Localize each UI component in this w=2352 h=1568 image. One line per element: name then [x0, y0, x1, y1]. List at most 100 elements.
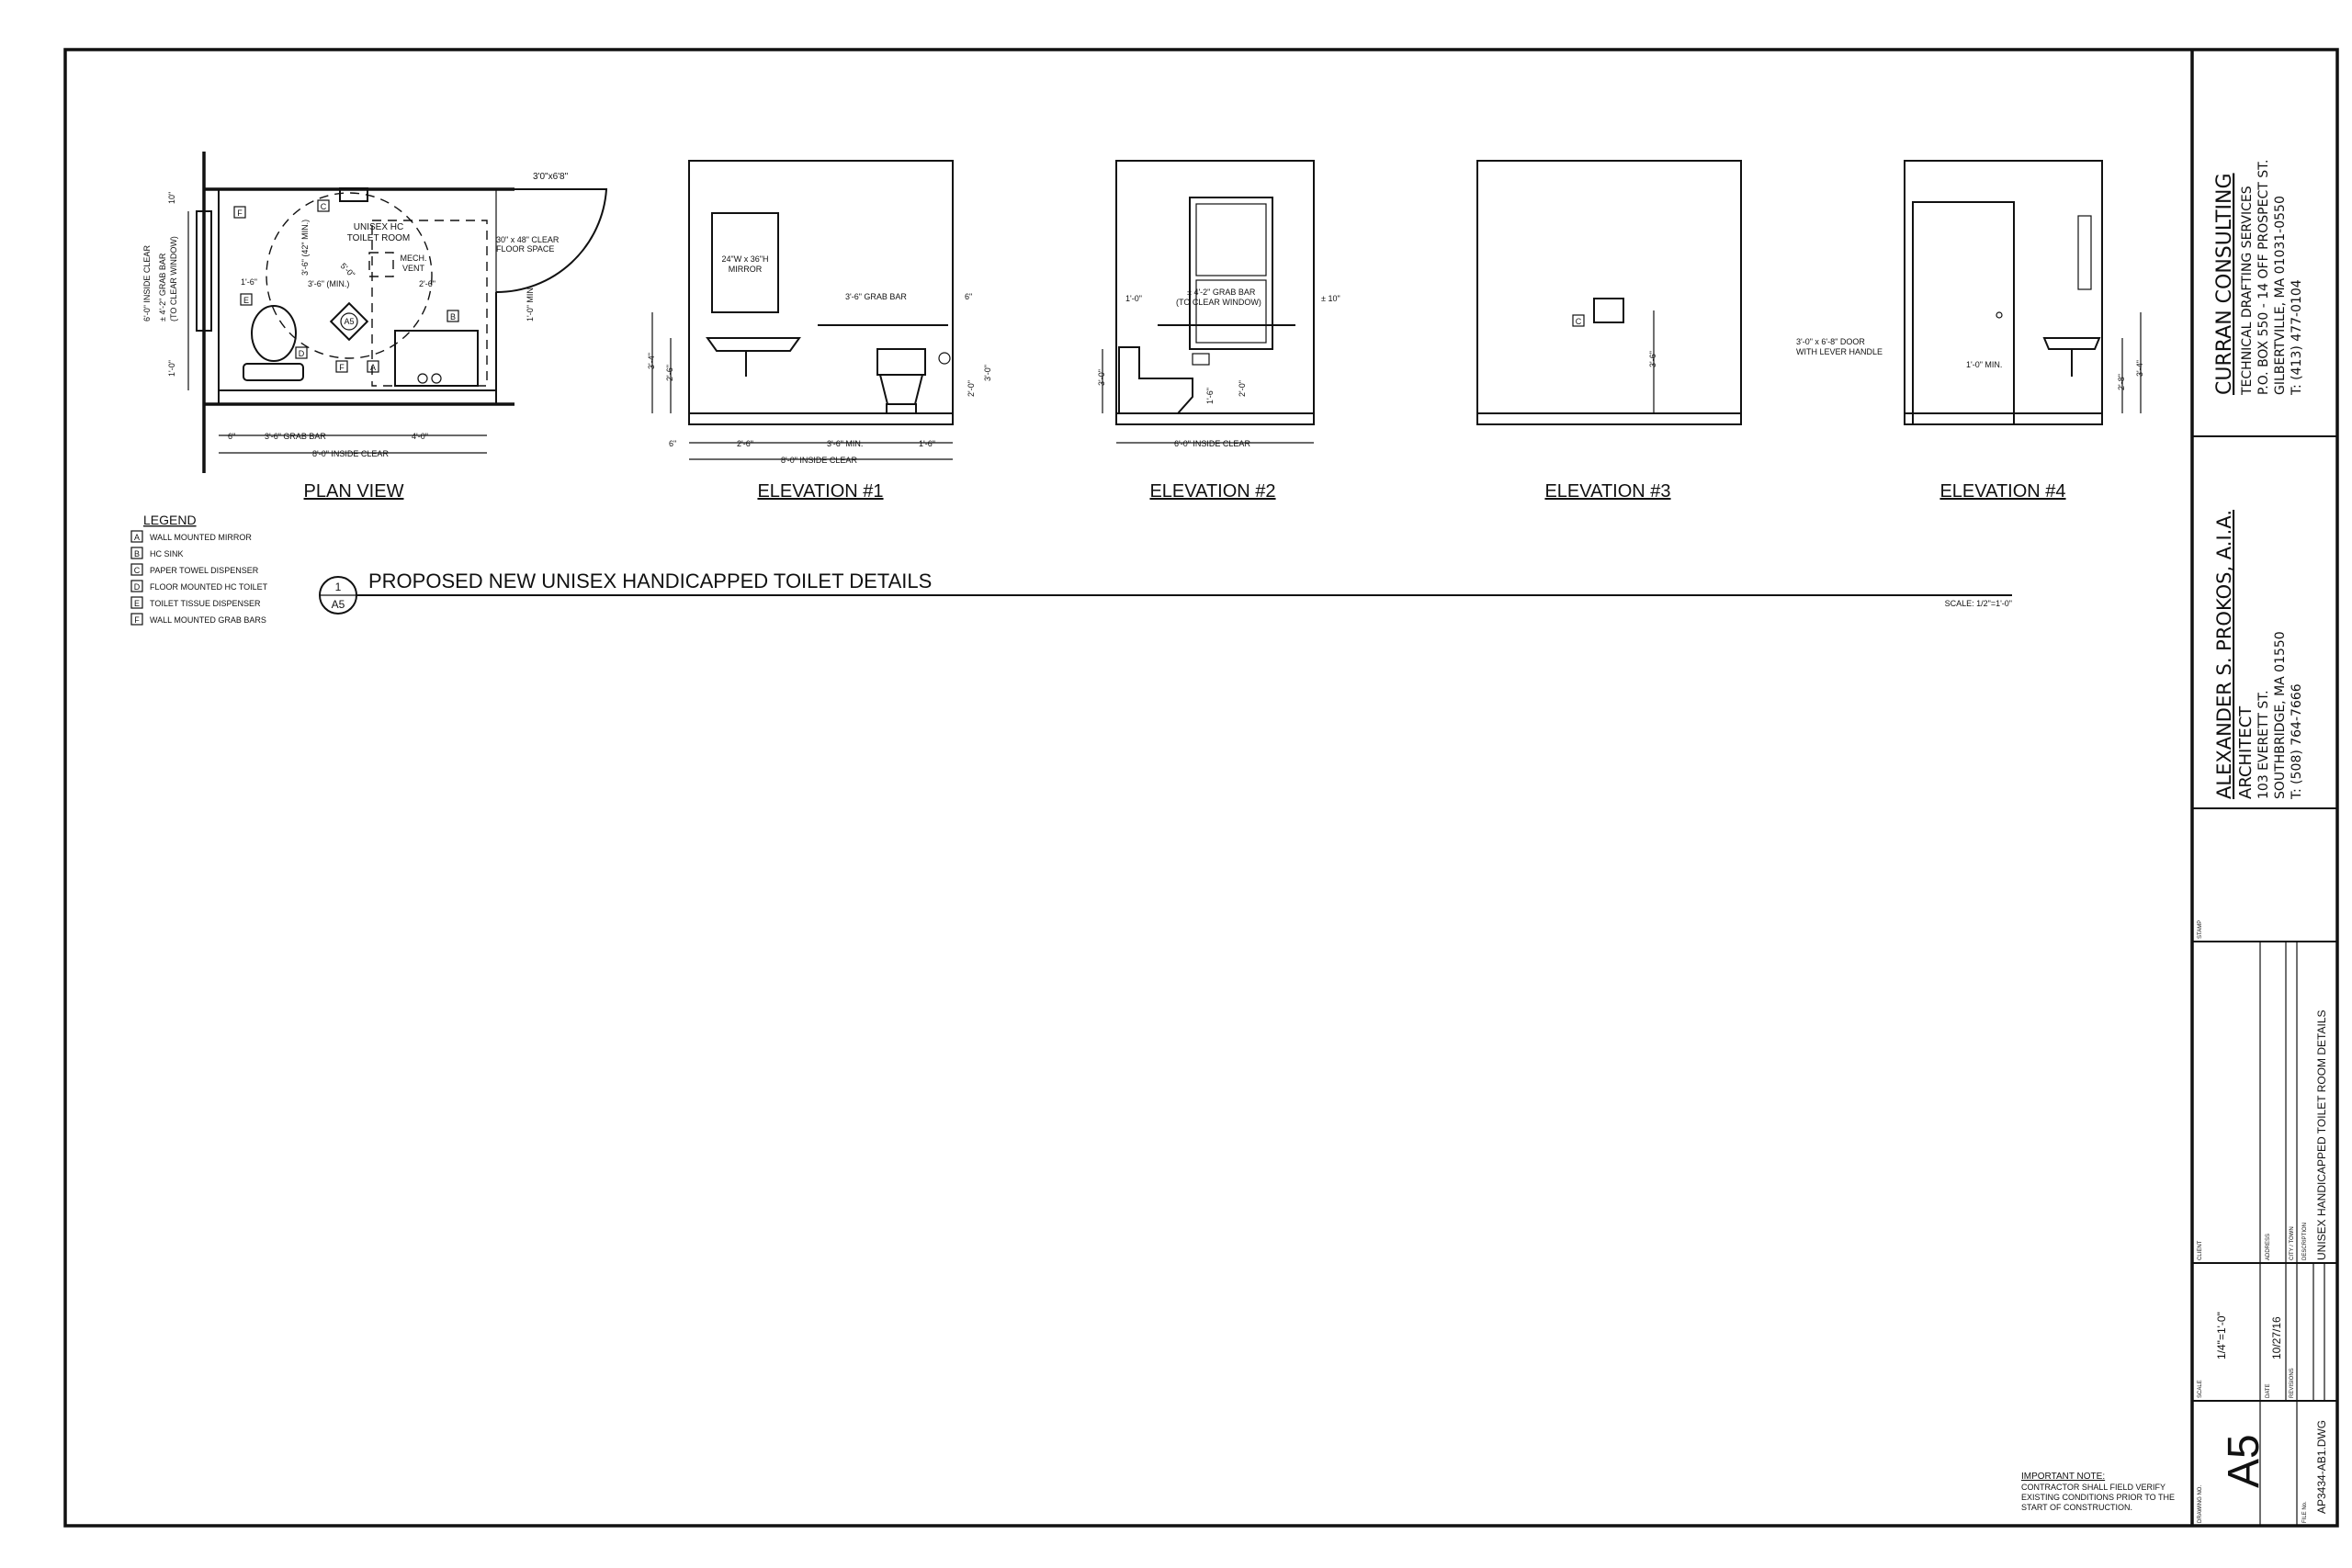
firm2-phone: T: (508) 764-7666	[2290, 683, 2304, 800]
elev2-d30: 3'-0"	[1097, 369, 1106, 386]
firm1-line: GILBERTVILLE, MA 01031-0550	[2273, 196, 2288, 395]
svg-text:F: F	[134, 615, 140, 625]
elev2-inside: 6'-0" INSIDE CLEAR	[1174, 439, 1250, 448]
stamp-label: STAMP	[2198, 920, 2203, 939]
svg-text:F: F	[339, 363, 345, 372]
plan-dim-grab-v2: (TO CLEAR WINDOW)	[169, 236, 178, 321]
plan-clear-floor: 30" x 48" CLEAR	[496, 235, 560, 244]
svg-text:C: C	[134, 566, 141, 575]
title-block: CURRAN CONSULTING TECHNICAL DRAFTING SER…	[2192, 160, 2337, 1526]
svg-text:D: D	[134, 582, 141, 592]
firm2-name: ALEXANDER S. PROKOS, A.I.A.	[2213, 510, 2235, 799]
elev4-door: 3'-0" x 6'-8" DOOR	[1796, 337, 1865, 346]
scale-value: 1/4"=1'-0"	[2215, 1312, 2228, 1359]
legend-item: B HC SINK	[130, 547, 184, 559]
client-label: CLIENT	[2198, 1240, 2203, 1260]
plan-mech: MECH.	[401, 254, 427, 263]
legend-item: F WALL MOUNTED GRAB BARS	[130, 613, 266, 626]
svg-text:WALL MOUNTED GRAB BARS: WALL MOUNTED GRAB BARS	[150, 615, 266, 625]
plan-dim-grab-h: 3'-6" GRAB BAR	[265, 432, 326, 441]
elev1-d34: 3'-4"	[647, 353, 656, 369]
plan-dim-36: 3'-6" (MIN.)	[308, 279, 349, 288]
important-note-line: EXISTING CONDITIONS PRIOR TO THE	[2021, 1493, 2175, 1502]
firm2-line: 103 EVERETT ST.	[2256, 690, 2271, 799]
elev1-b6: 6"	[669, 439, 676, 448]
file-name: AP3434-AB1.DWG	[2315, 1420, 2328, 1514]
elevation-3: C 3'-6" ELEVATION #3	[1476, 160, 1742, 502]
plan-dim-6: 6"	[228, 432, 235, 441]
plan-view: A5 F C E D F A B UNISEX HC TOILET ROOM 3…	[142, 152, 608, 502]
detail-number: 1	[335, 581, 342, 593]
date-value: 10/27/16	[2270, 1316, 2283, 1359]
firm2-line: ARCHITECT	[2236, 705, 2256, 799]
svg-text:A: A	[134, 533, 140, 542]
plan-a5-tag: A5	[344, 317, 354, 326]
elevation-4-title: ELEVATION #4	[1939, 481, 2065, 502]
legend-title: LEGEND	[143, 513, 197, 527]
elev4-door-2: WITH LEVER HANDLE	[1796, 347, 1883, 356]
sheet-border	[63, 48, 2339, 1528]
elev1-mirror-2: MIRROR	[729, 265, 763, 274]
elev1-d30: 3'-0"	[983, 365, 992, 381]
firm1-phone: T: (413) 477-0104	[2290, 279, 2304, 396]
important-note: IMPORTANT NOTE: CONTRACTOR SHALL FIELD V…	[2021, 1472, 2175, 1512]
elev4-d34: 3'-4"	[2135, 360, 2144, 377]
plan-view-title: PLAN VIEW	[304, 481, 404, 502]
drawing-number: A5	[2220, 1434, 2268, 1488]
plan-room-label: UNISEX HC	[354, 222, 403, 232]
elev4-d28: 2'-8"	[2117, 374, 2126, 390]
plan-dim-42: 3'-6" (42" MIN.)	[300, 220, 310, 276]
plan-dim-24: 2'-6"	[419, 279, 435, 288]
svg-text:A: A	[370, 363, 376, 372]
important-note-title: IMPORTANT NOTE:	[2021, 1472, 2105, 1482]
svg-text:FLOOR MOUNTED HC TOILET: FLOOR MOUNTED HC TOILET	[150, 582, 268, 592]
city-label: CITY / TOWN	[2290, 1226, 2295, 1260]
plan-dim-min: 1'-0" MIN.	[526, 286, 535, 321]
elev3-d36: 3'-6"	[1648, 351, 1657, 367]
plan-door: 3'0"x6'8"	[533, 172, 569, 182]
elev2-d16: 1'-6"	[1205, 388, 1215, 404]
legend-item: E TOILET TISSUE DISPENSER	[130, 596, 261, 609]
svg-text:C: C	[321, 202, 327, 211]
drawing-no-label: DRAWING NO.	[2198, 1485, 2203, 1523]
svg-text:B: B	[134, 549, 140, 558]
date-label: DATE	[2266, 1383, 2271, 1398]
plan-dim-10b: 1'-0"	[167, 360, 176, 377]
legend-item: D FLOOR MOUNTED HC TOILET	[130, 580, 268, 592]
elev1-d26: 2'-6"	[665, 365, 674, 381]
plan-clear-floor-2: FLOOR SPACE	[496, 244, 554, 254]
plan-dim-16: 1'-6"	[241, 277, 257, 287]
legend: LEGEND A WALL MOUNTED MIRROR B HC SINK C…	[130, 513, 268, 626]
svg-text:E: E	[243, 296, 249, 305]
svg-text:TOILET TISSUE DISPENSER: TOILET TISSUE DISPENSER	[150, 599, 261, 608]
scale-note: SCALE: 1/2"=1'-0"	[1945, 599, 2012, 608]
svg-text:D: D	[299, 349, 305, 358]
plan-dim-inside-h: 8'-0" INSIDE CLEAR	[312, 449, 389, 458]
elevation-2: ± 4'-2" GRAB BAR (TO CLEAR WINDOW) ± 10"…	[1097, 160, 1340, 502]
sheet-title: PROPOSED NEW UNISEX HANDICAPPED TOILET D…	[368, 570, 932, 592]
description: UNISEX HANDICAPPED TOILET ROOM DETAILS	[2315, 1010, 2328, 1260]
firm1-name: CURRAN CONSULTING	[2213, 173, 2236, 395]
elev1-b26: 2'-6"	[737, 439, 753, 448]
plan-dim-5: 5'-0"	[339, 261, 357, 279]
plan-dim-inside-v: 6'-0" INSIDE CLEAR	[142, 245, 152, 321]
elevation-1-title: ELEVATION #1	[757, 481, 883, 502]
detail-sheet: A5	[332, 598, 345, 611]
detail-title: 1 A5 PROPOSED NEW UNISEX HANDICAPPED TOI…	[319, 570, 2012, 615]
elev1-b16: 1'-6"	[919, 439, 935, 448]
elevation-4: 3'-0" x 6'-8" DOOR WITH LEVER HANDLE 1'-…	[1796, 160, 2144, 502]
elev2-pm10: ± 10"	[1321, 294, 1340, 303]
elevation-1: 24"W x 36"H MIRROR 3'-6" GRAB BAR 6" 3'-…	[647, 160, 992, 502]
description-label: DESCRIPTION	[2302, 1223, 2308, 1260]
plan-dim-grab-v: ± 4'-2" GRAB BAR	[158, 253, 167, 321]
elev2-d10: 1'-0"	[1125, 294, 1142, 303]
legend-item: A WALL MOUNTED MIRROR	[130, 530, 252, 543]
plan-dim-40: 4'-0"	[412, 432, 428, 441]
svg-text:C: C	[1576, 317, 1582, 326]
elev4-min: 1'-0" MIN.	[1966, 360, 2002, 369]
plan-dim-10: 10"	[167, 192, 176, 204]
elev2-grab: ± 4'-2" GRAB BAR	[1187, 288, 1256, 297]
elev2-grab-2: (TO CLEAR WINDOW)	[1176, 298, 1261, 307]
firm2-line: SOUTHBRIDGE, MA 01550	[2273, 631, 2288, 799]
